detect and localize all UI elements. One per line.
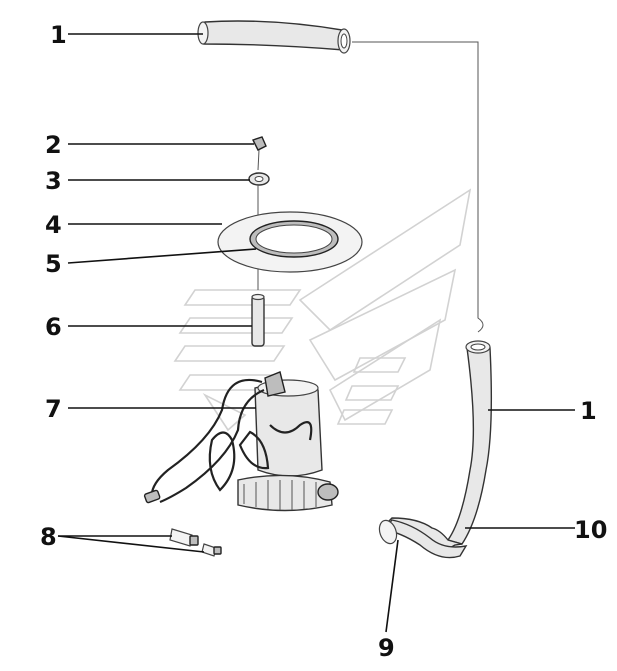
callout-labels: 1 2 3 4 5 6 7 8 1 10 9 [40, 21, 607, 662]
pump-body [143, 371, 339, 512]
callout-7: 7 [45, 395, 62, 423]
connection-line [352, 41, 484, 333]
callout-2: 2 [45, 131, 62, 159]
washer [248, 172, 270, 186]
callout-5: 5 [45, 250, 62, 278]
hose-right [446, 340, 493, 545]
callout-10: 10 [574, 516, 607, 544]
callout-8: 8 [40, 523, 57, 551]
connectors [169, 528, 222, 557]
callout-1-top: 1 [50, 21, 67, 49]
callout-1-right: 1 [580, 397, 597, 425]
short-tube [251, 293, 265, 347]
leader-lines [57, 33, 575, 633]
clip [252, 136, 267, 171]
callout-9: 9 [378, 634, 395, 662]
callout-3: 3 [45, 167, 62, 195]
hose-elbow [378, 517, 468, 559]
callout-6: 6 [45, 313, 62, 341]
hose-top [197, 20, 351, 54]
flange-ring [217, 211, 363, 273]
callout-4: 4 [45, 211, 62, 239]
